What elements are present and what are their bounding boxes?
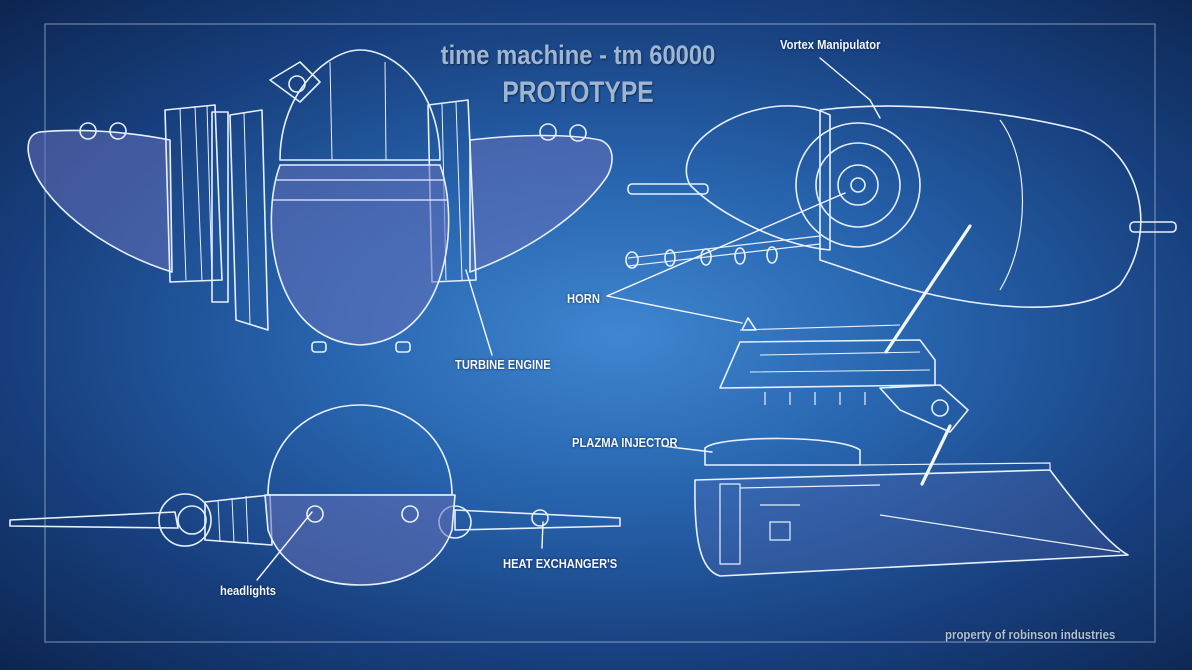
blueprint-frame (44, 23, 1156, 643)
callout-bar-2 (920, 424, 952, 486)
front-view (27, 49, 613, 353)
label-vortex-manipulator: Vortex Manipulator (780, 37, 881, 52)
label-horn: HORN (567, 291, 600, 306)
callout-lines (256, 57, 972, 581)
callout-bar-1 (884, 224, 972, 354)
label-turbine-engine: TURBINE ENGINE (455, 357, 551, 372)
callout-horn-1 (606, 192, 846, 297)
engine-core (795, 122, 921, 248)
bottom-right-wing (454, 509, 621, 531)
front-right-wing (469, 134, 613, 273)
title-line-2: PROTOTYPE (502, 76, 654, 109)
side-injector-dome (704, 437, 861, 466)
side-hull (694, 469, 1129, 577)
callout-vortex (819, 57, 881, 119)
label-plazma-injector: PLAZMA INJECTOR (572, 435, 678, 450)
label-heat-exchangers: HEAT EXCHANGER'S (503, 556, 618, 571)
callout-horn-2 (606, 295, 743, 324)
front-left-wing (27, 129, 173, 273)
bottom-engine (204, 494, 273, 546)
callout-heat (541, 521, 544, 549)
bottom-left-wing (9, 511, 179, 529)
side-view (694, 317, 1129, 577)
callout-headlights (256, 511, 313, 581)
label-headlights: headlights (220, 583, 276, 598)
engine-view (625, 105, 1177, 308)
bottom-view (9, 404, 621, 586)
footer-ownership: property of robinson industries (945, 627, 1116, 642)
callout-plazma (661, 445, 713, 453)
side-top-deck (719, 339, 936, 389)
bottom-dome (267, 404, 453, 496)
callout-turbine (465, 269, 493, 356)
front-center-pod (279, 49, 441, 161)
front-left-engine (164, 104, 223, 283)
engine-housing (819, 105, 1142, 308)
title-line-1: time machine - tm 60000 (440, 40, 716, 70)
